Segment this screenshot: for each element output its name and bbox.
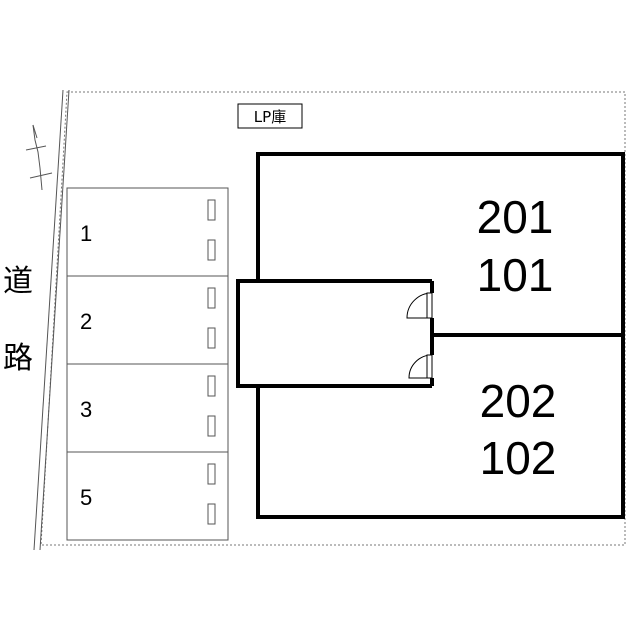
parking-slot-number: 2 — [80, 309, 92, 334]
lp-storage-label: LP庫 — [254, 108, 286, 126]
road-label-bottom: 路 — [3, 341, 33, 376]
parking-slot-number: 1 — [80, 221, 92, 246]
wheel-stop — [207, 287, 216, 309]
unit-number-202: 202 — [480, 375, 557, 427]
lp-storage-box — [237, 103, 303, 129]
parking-area: 1 2 3 5 — [66, 187, 229, 541]
door-icon — [406, 292, 433, 319]
property-boundary — [40, 91, 626, 546]
parking-slot-number: 3 — [80, 397, 92, 422]
wheel-stop — [207, 503, 216, 525]
road-edge-line — [39, 89, 70, 551]
building — [236, 152, 625, 519]
road-edge-line — [33, 89, 64, 551]
wheel-stop — [207, 415, 216, 437]
door-icon — [408, 354, 433, 379]
wheel-stop — [207, 375, 216, 397]
parking-slot-number: 5 — [80, 485, 92, 510]
wheel-stop — [207, 239, 216, 261]
wheel-stop — [207, 327, 216, 349]
wheel-stop — [207, 463, 216, 485]
unit-number-201: 201 — [477, 191, 554, 243]
wheel-stop — [207, 199, 216, 221]
road-label-top: 道 — [3, 264, 33, 299]
north-arrow-icon — [25, 124, 53, 191]
unit-number-102: 102 — [480, 432, 557, 484]
building-entrance-wall — [236, 279, 432, 388]
unit-number-101: 101 — [477, 249, 554, 301]
